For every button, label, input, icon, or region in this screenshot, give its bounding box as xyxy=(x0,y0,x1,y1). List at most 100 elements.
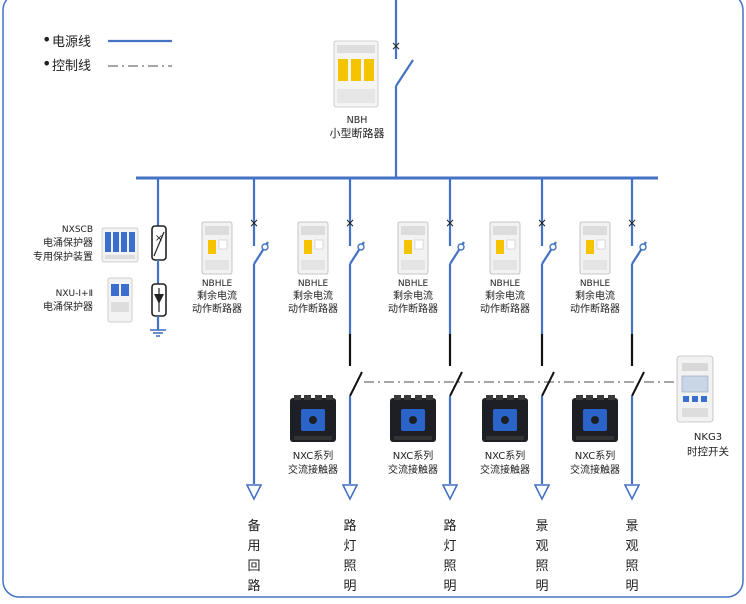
contactor-model: NXC系列 xyxy=(293,449,334,462)
circuit-label-char: 路 xyxy=(247,578,260,594)
circuit-label-char: 路 xyxy=(343,518,356,534)
circuit-label-char: 回 xyxy=(247,559,260,574)
circuit-label-char: 灯 xyxy=(343,539,356,554)
ground-symbol xyxy=(150,329,166,337)
contactor-switch-blade xyxy=(541,371,555,397)
rcbo-model: NBHLE xyxy=(490,279,521,289)
surge-protection-branch: × NXSCB 电涌保护器 专用保护装置 xyxy=(33,178,167,337)
circuit-label-char: 备 xyxy=(247,518,260,534)
circuit-label-char: 明 xyxy=(443,579,456,594)
rcbo-line1: 剩余电流 xyxy=(485,289,525,302)
rcbo-line1: 剩余电流 xyxy=(293,289,333,302)
nxu-name: 电涌保护器 xyxy=(43,300,93,313)
rcbo-line1: 剩余电流 xyxy=(197,289,237,302)
circuit-label-char: 观 xyxy=(535,539,548,554)
rcbo-line2: 动作断路器 xyxy=(570,302,620,315)
feeder-circuit-street-light-2: × NBHLE 剩余电流 动作断路器 NXC系列 交流接触器 路 灯 照 明 xyxy=(388,178,465,594)
rcbo-model: NBHLE xyxy=(398,279,429,289)
contactor-model: NXC系列 xyxy=(393,449,434,462)
rcbo-switch-contact xyxy=(357,243,365,251)
rcbo-switch-contact xyxy=(261,243,269,251)
circuit-label-char: 照 xyxy=(443,559,456,574)
contactor-device-image xyxy=(482,395,528,442)
circuit-label-char: 明 xyxy=(343,579,356,594)
circuit-label: 备 用 回 路 xyxy=(247,518,260,594)
rcbo-x-mark: × xyxy=(537,216,547,230)
circuit-label: 路 灯 照 明 xyxy=(443,518,456,594)
output-arrow xyxy=(623,484,641,501)
surge-protector-x-mark: × xyxy=(155,233,163,244)
contactor-switch-blade xyxy=(449,371,463,397)
time-switch: NKG3 时控开关 xyxy=(676,355,729,458)
circuit-label: 景 观 照 明 xyxy=(625,519,638,594)
contactor-name: 交流接触器 xyxy=(388,463,438,476)
rcbo-line2: 动作断路器 xyxy=(288,302,338,315)
circuit-label-char: 照 xyxy=(343,559,356,574)
nxu-device-image xyxy=(107,277,133,323)
rcbo-x-mark: × xyxy=(445,216,455,230)
circuit-label-char: 照 xyxy=(625,559,638,574)
circuit-label-char: 明 xyxy=(625,579,638,594)
main-breaker-image xyxy=(333,40,379,108)
circuit-label: 景 观 照 明 xyxy=(535,519,548,594)
feeder-circuit-landscape-light-2: × NBHLE 剩余电流 动作断路器 NXC系列 交流接触器 景 观 照 明 xyxy=(570,178,647,594)
rcbo-model: NBHLE xyxy=(202,279,233,289)
contactor-model: NXC系列 xyxy=(575,449,616,462)
legend-control-label: 控制线 xyxy=(52,59,91,74)
time-switch-name: 时控开关 xyxy=(687,445,729,458)
rcbo-line2: 动作断路器 xyxy=(192,302,242,315)
rcbo-switch-contact xyxy=(639,243,647,251)
circuit-label: 路 灯 照 明 xyxy=(343,518,356,594)
surge-protector-blade xyxy=(153,231,165,257)
legend: • 电源线 • 控制线 xyxy=(42,30,172,74)
rcbo-line1: 剩余电流 xyxy=(393,289,433,302)
feeder-circuit-landscape-light-1: × NBHLE 剩余电流 动作断路器 NXC系列 交流接触器 景 观 照 明 xyxy=(480,178,557,594)
rcbo-model: NBHLE xyxy=(580,279,611,289)
rcbo-line2: 动作断路器 xyxy=(388,302,438,315)
feeder-circuit-spare: × NBHLE 剩余电流 动作断路器 备 用 回 路 xyxy=(192,178,269,594)
rcbo-x-mark: × xyxy=(345,216,355,230)
output-arrow xyxy=(245,484,263,501)
rcbo-model: NBHLE xyxy=(298,279,329,289)
contactor-switch-blade xyxy=(631,371,645,397)
output-arrow xyxy=(341,484,359,501)
contactor-name: 交流接触器 xyxy=(480,463,530,476)
circuit-label-char: 用 xyxy=(247,539,260,554)
rcbo-device-image xyxy=(397,221,429,275)
legend-bullet-power: • xyxy=(42,30,51,49)
circuit-label-char: 明 xyxy=(535,579,548,594)
main-breaker-name: 小型断路器 xyxy=(330,126,385,140)
circuit-label-char: 路 xyxy=(443,518,456,534)
output-arrow xyxy=(533,484,551,501)
main-incoming: × NBH 小型断路器 xyxy=(330,0,414,178)
contactor-name: 交流接触器 xyxy=(288,463,338,476)
main-breaker-x-mark: × xyxy=(391,39,401,53)
rcbo-device-image xyxy=(201,221,233,275)
rcbo-switch-contact xyxy=(457,243,465,251)
contactor-name: 交流接触器 xyxy=(570,463,620,476)
rcbo-x-mark: × xyxy=(627,216,637,230)
circuit-label-char: 灯 xyxy=(443,539,456,554)
nxscb-line2: 专用保护装置 xyxy=(33,250,93,263)
time-switch-model: NKG3 xyxy=(694,432,722,443)
contactor-device-image xyxy=(390,395,436,442)
nxscb-model: NXSCB xyxy=(62,225,93,235)
main-breaker-switch-blade xyxy=(395,59,414,87)
nxscb-line1: 电涌保护器 xyxy=(43,236,93,249)
nxu-model: NXU-Ⅰ+Ⅱ xyxy=(56,289,93,299)
contactor-device-image xyxy=(290,395,336,442)
rcbo-device-image xyxy=(489,221,521,275)
contactor-switch-blade xyxy=(349,371,363,397)
main-breaker-model: NBH xyxy=(347,115,368,126)
circuit-label-char: 景 xyxy=(535,519,548,534)
feeder-circuit-street-light-1: × NBHLE 剩余电流 动作断路器 路 灯 照 明 xyxy=(288,178,365,594)
contactor-device-image xyxy=(572,395,618,442)
contactor-model: NXC系列 xyxy=(485,449,526,462)
circuit-label-char: 照 xyxy=(535,559,548,574)
circuit-label-char: 观 xyxy=(625,539,638,554)
rcbo-x-mark: × xyxy=(249,216,259,230)
rcbo-switch-contact xyxy=(549,243,557,251)
